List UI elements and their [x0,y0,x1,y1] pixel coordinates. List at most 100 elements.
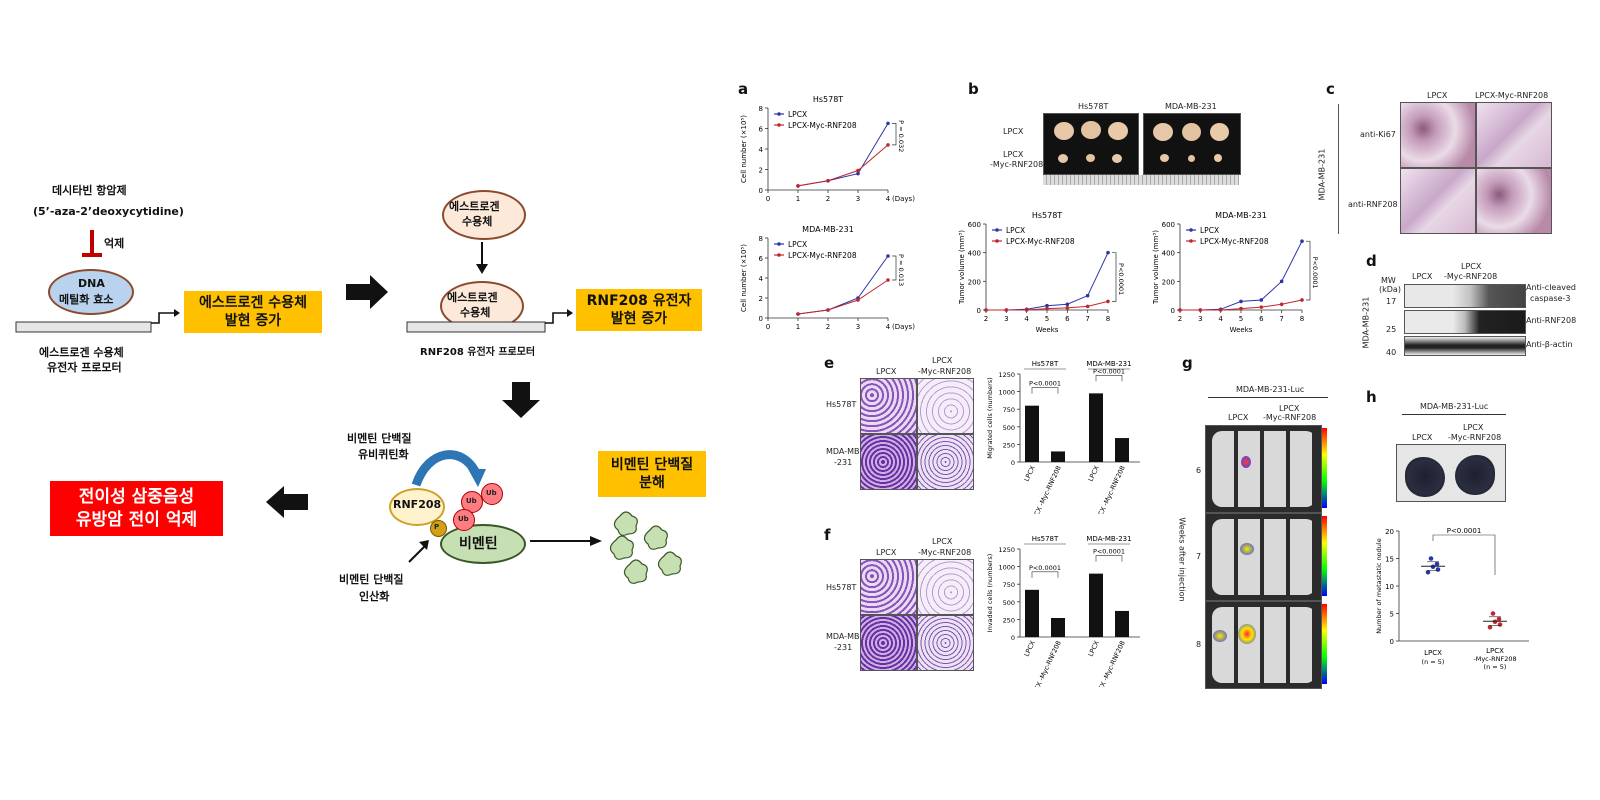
series-line-0 [797,123,889,187]
d-anti-cleaved-1: Anti-cleaved [1526,283,1576,292]
data-point [1490,611,1496,616]
arrow-down-big [502,382,540,418]
x-tick-label: 1 [796,195,800,203]
data-point [856,171,860,176]
f-myc-label-2: -Myc-RNF208 [918,548,972,557]
x-tick-label: LPCX [1087,639,1101,658]
mouse-silhouettes-7 [1212,519,1316,595]
data-point [1497,622,1503,627]
data-point [1198,308,1203,312]
data-point [1300,298,1304,302]
tumor-11 [1188,155,1195,162]
ub-circle-3 [453,509,475,531]
p-value: P = 0.032 [897,120,905,152]
y-tick-label: 6 [759,126,764,134]
tumor-10 [1160,154,1169,162]
significance-bracket [1306,240,1311,301]
h-myc-label-2: -Myc-RNF208 [1448,433,1502,442]
colorbar-6 [1322,428,1327,508]
er-top-label-1: 에스트로겐 [449,200,500,213]
lung-lpcx [1405,457,1445,497]
phospho-arrow [408,540,429,563]
dnmt-label-2: 메틸화 효소 [59,293,114,306]
tumor-9 [1210,123,1229,141]
degradation-line-1: 비멘틴 단백질 [610,457,694,473]
h-title: MDA-MB-231-Luc [1420,402,1489,411]
y-tick-label: 750 [1003,581,1015,589]
data-point [856,168,860,173]
data-point [886,143,890,147]
x-tick-label: 8 [1106,315,1110,323]
bar [1025,589,1039,637]
e-myc-label-2: -Myc-RNF208 [918,367,972,376]
panel-letter-d: d [1366,252,1377,270]
y-tick-label: 1250 [998,546,1015,554]
data-point [1085,304,1090,309]
y-tick-label: 600 [968,221,981,229]
tumor-photo-mda [1143,113,1241,175]
h-lpcx-label: LPCX [1412,433,1433,442]
y-tick-label: 250 [1003,616,1015,624]
x-tick-label: LPCX [1023,464,1037,483]
y-axis-label: Cell number (×10⁵) [740,244,748,312]
c-lpcx-myc-label: LPCX-Myc-RNF208 [1475,91,1549,100]
bli-signal-8a [1213,630,1227,642]
f-hs578t-label: Hs578T [826,583,857,592]
er-promoter-label-2: 유전자 프로모터 [47,361,122,374]
c-anti-rnf208: anti-RNF208 [1348,200,1398,209]
x-tick-label: 5 [1239,315,1243,323]
er-bound-label-1: 에스트로겐 [447,291,498,304]
data-point [1106,299,1110,304]
migration-hs-lpcx [860,378,917,434]
significance-bracket [1031,571,1059,578]
d-mw25: 25 [1386,325,1397,334]
legend-marker [1189,228,1193,232]
rnf208-promoter-label: RNF208 유전자 프로모터 [420,347,536,358]
c-divider [1338,104,1339,234]
tumor-3 [1108,122,1128,140]
data-point [886,254,890,258]
y-tick-label: 10 [1385,583,1394,591]
y-axis-label: Number of metastatic nodule [1375,538,1383,633]
data-point [1300,239,1304,243]
legend-marker [1189,239,1193,243]
x-tick-label: 2 [1178,315,1182,323]
data-point [1430,564,1436,570]
e-mda-label-1: MDA-MB [826,447,860,456]
x-tick-label: LPCX [1023,639,1037,658]
x-tick-label: 2 [984,315,988,323]
x-tick-label: 3 [1198,315,1202,323]
y-tick-label: 750 [1003,406,1015,414]
significance-bracket [892,123,897,146]
data-point [1425,569,1431,575]
y-tick-label: 200 [968,278,981,286]
y-axis-label: Invaded cells (numbers) [986,554,994,633]
data-point [1496,616,1502,622]
phospho-circle [430,520,447,537]
y-tick-label: 1000 [998,389,1015,397]
panel-letter-e: e [824,354,835,372]
significance-bracket [1095,375,1123,382]
chart-title: MDA-MB-231 [1215,211,1267,220]
y-tick-label: 250 [1003,441,1015,449]
rnf208-ellipse [389,488,445,526]
y-axis-label: Migrated cells (numbers) [986,377,994,458]
tumor-4 [1058,154,1068,163]
d-mw: MW [1381,276,1396,285]
n-label: (n = 5) [1484,663,1507,671]
x-tick-label: LPCX [1424,649,1442,657]
c-anti-ki67: anti-Ki67 [1360,130,1396,139]
g-week-6: 6 [1196,466,1202,475]
final-outcome-line-2: 유방암 전이 억제 [75,509,198,530]
final-outcome-line-1: 전이성 삼중음성 [78,486,195,507]
y-tick-label: 2 [759,167,763,175]
bar [1115,438,1129,462]
x-tick-label: 4 [1024,315,1029,323]
x-tick-label: 0 [766,323,770,331]
ihc-ki67-rnf208 [1476,102,1552,168]
colorbar-7 [1322,516,1327,596]
y-tick-label: 6 [759,255,764,263]
